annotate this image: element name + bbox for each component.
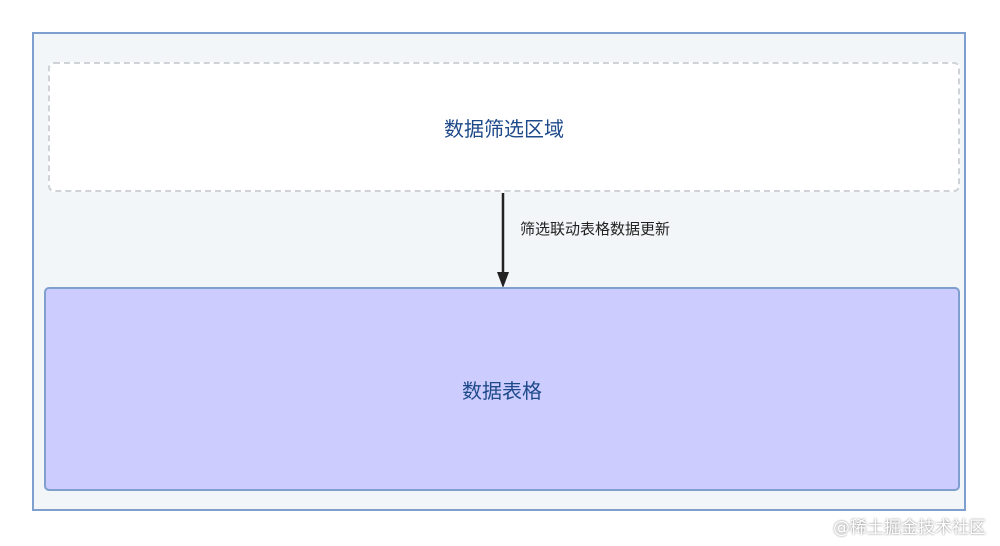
filter-area-node: 数据筛选区域 xyxy=(48,62,960,192)
filter-area-label: 数据筛选区域 xyxy=(444,116,564,141)
data-table-node: 数据表格 xyxy=(44,287,960,491)
data-table-label: 数据表格 xyxy=(462,378,542,403)
edge-label: 筛选联动表格数据更新 xyxy=(512,219,678,240)
watermark-text: @稀土掘金技术社区 xyxy=(833,518,986,538)
